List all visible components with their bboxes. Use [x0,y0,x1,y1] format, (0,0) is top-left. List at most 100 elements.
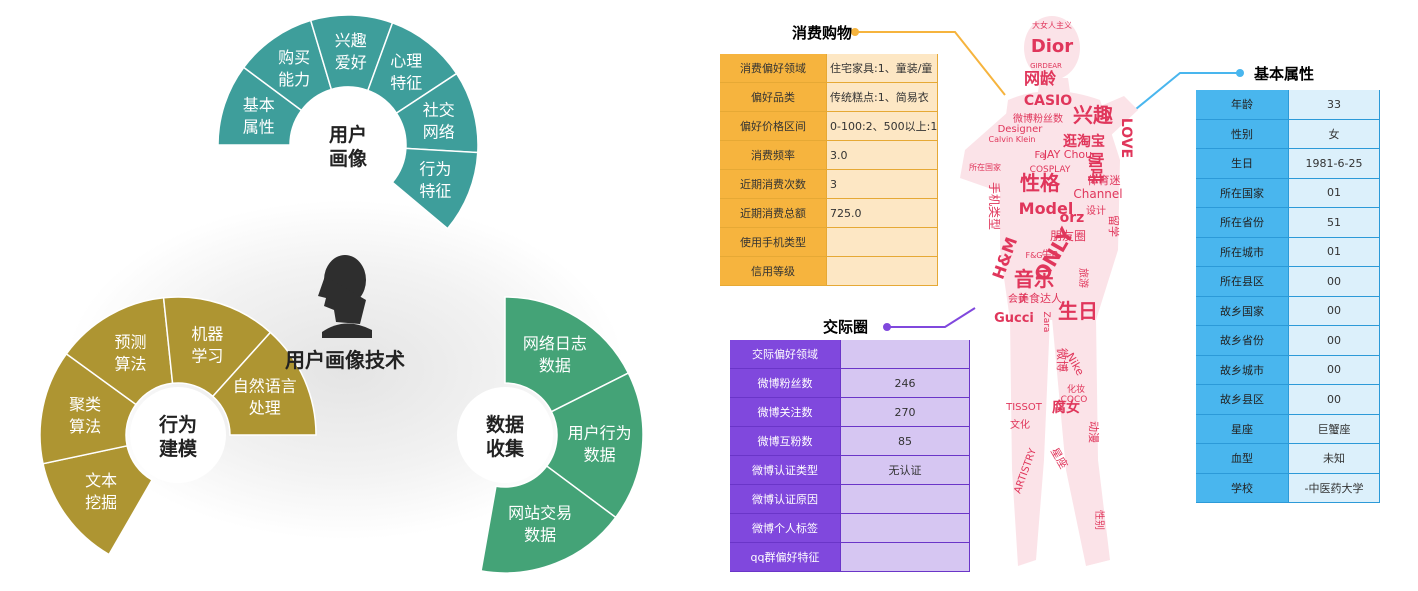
portrait-segment-label: 特征 [419,182,451,201]
social-field-label: 交际偏好领域 [730,340,841,369]
basic-field-value: 00 [1288,384,1380,415]
social-field-value: 270 [840,397,970,427]
word-cloud-word: 性别 [1093,510,1106,530]
word-cloud-word: Calvin Klein [989,135,1036,144]
social-field-value: 246 [840,368,970,398]
word-cloud-word: 朋友圈 [1050,229,1086,243]
word-cloud-word: 体育迷 [1088,173,1121,187]
portrait-segment-label: 兴趣 [335,31,367,50]
word-cloud-word: 会计 [1008,292,1028,305]
modeling-segment-label: 机器 [191,325,223,344]
basic-field-value: 01 [1288,178,1380,208]
basic-field-label: 故乡国家 [1196,296,1289,326]
basic-field-label: 所在国家 [1196,178,1289,208]
portrait-hub-label: 用户 [329,123,367,146]
modeling-hub [130,387,226,483]
modeling-hub-label: 行为 [158,413,197,436]
basic-field-value: 00 [1288,325,1380,356]
portrait-segment [391,147,479,230]
social-field-label: 微博认证类型 [730,455,841,485]
consumption-field-value: 3 [826,169,939,199]
basic-field-value: 00 [1288,355,1380,385]
basic-field-label: 血型 [1196,443,1289,474]
consumption-field-value: 725.0 [826,198,939,228]
consumption-field-label: 近期消费总额 [720,198,827,228]
basic-field-label: 故乡城市 [1196,355,1289,385]
portrait-segment-label: 属性 [243,117,275,136]
word-cloud-word: 手机类型 [987,182,1001,230]
collection-hub-label: 收集 [486,437,525,460]
consumption-row: 使用手机类型 [720,227,939,257]
word-cloud-figure: 大女人主义DiorGIRDEAR网龄CASIO兴趣LOVEDesigner微博粉… [960,16,1138,566]
modeling-segment-label: 预测 [114,333,146,352]
consumption-field-label: 信用等级 [720,256,827,286]
word-cloud-word: 留学 [1107,215,1121,237]
basic-field-value: 未知 [1288,443,1380,474]
word-cloud-word: COCO [1061,395,1088,405]
social-field-value [840,542,970,572]
social-field-label: 微博认证原因 [730,484,841,514]
basic-field-label: 故乡县区 [1196,384,1289,415]
social-field-value [840,484,970,514]
basic-title: 基本属性 [1254,65,1315,83]
basic-field-value: 00 [1288,266,1380,297]
social-field-value: 85 [840,426,970,456]
modeling-segment-label: 算法 [69,417,101,436]
word-cloud-word: 逛淘宝 [1063,133,1105,150]
modeling-segment-label: 聚类 [69,395,101,414]
modeling-segment-label: 处理 [249,398,281,417]
basic-field-value: 01 [1288,237,1380,267]
word-cloud-word: CASIO [1024,93,1072,109]
word-cloud-word: 设计 [1086,204,1106,217]
word-cloud-word: 音乐 [1014,267,1054,291]
word-cloud-word: 生日 [1058,299,1098,323]
modeling-hub-label: 建模 [159,437,198,460]
word-cloud-word: Gucci [994,311,1034,326]
word-cloud-word: 微博 [1055,348,1070,372]
basic-field-value: 33 [1288,90,1380,120]
portrait-segment-label: 社交 [423,101,455,120]
word-cloud-word: Model [1019,199,1074,218]
word-cloud-word: TISSOT [1005,402,1043,413]
word-cloud-word: Fa [1035,150,1046,161]
basic-field-value: -中医药大学 [1288,473,1380,503]
word-cloud-word: 大女人主义 [1032,20,1072,30]
basic-row: 学校-中医药大学 [1196,473,1380,503]
collection-segment [504,296,630,413]
modeling-segment-label: 自然语言 [233,376,297,395]
collection-segment-label: 网站交易 [508,503,572,522]
word-cloud-word: Zara [1041,312,1051,333]
social-row: qq群偏好特征 [730,542,970,572]
basic-field-label: 学校 [1196,473,1289,503]
social-field-value: 无认证 [840,455,970,485]
consumption-field-label: 近期消费次数 [720,169,827,199]
basic-row: 星座巨蟹座 [1196,414,1380,444]
word-cloud-word: Dior [1031,36,1073,57]
word-cloud-word: 美食达人 [1018,291,1062,305]
collection-segment-label: 用户行为 [568,423,632,442]
social-row: 微博个人标签 [730,513,970,543]
consumption-field-label: 消费偏好领域 [720,54,827,83]
consumption-field-value: 传统糕点:1、简易衣 [826,82,939,112]
word-cloud-word: 旅游 [1077,268,1090,288]
word-cloud-word: GIRDEAR [1030,62,1062,70]
social-title: 交际圈 [823,318,869,336]
basic-field-label: 星座 [1196,414,1289,444]
modeling-segment [211,331,317,436]
word-cloud-word: JAY Chou [1043,148,1092,161]
person-head-icon [318,255,372,338]
modeling-segment-label: 文本 [85,471,117,490]
